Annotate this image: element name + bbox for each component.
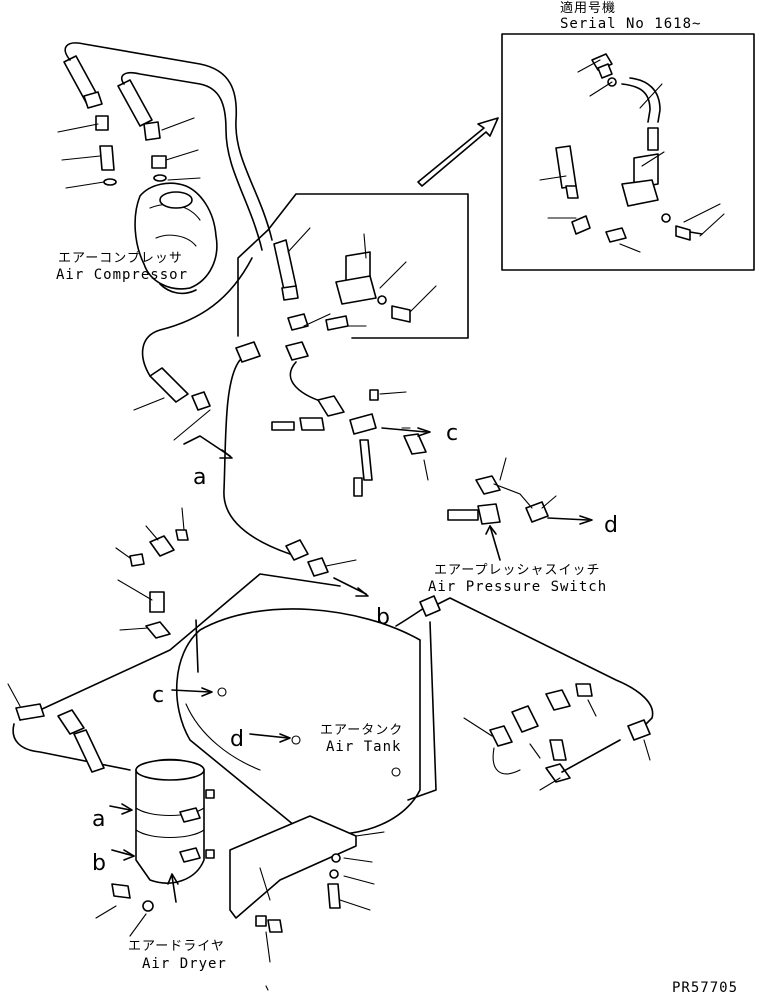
air-compressor-jp: エアーコンプレッサ <box>58 251 183 266</box>
serial-label: Serial No 1618~ <box>560 16 701 32</box>
letter-b-dryer: b <box>92 851 106 876</box>
arrow-a <box>183 435 231 457</box>
dryer-bracket <box>229 815 385 991</box>
connector-b <box>307 557 329 577</box>
dryer-to-tank-pipe <box>39 573 341 711</box>
pressure-switch-jp: エアープレッシャスイッチ <box>434 563 600 578</box>
left-fittings <box>7 507 189 773</box>
applicable-label: 適用号機 <box>560 0 616 16</box>
tee-block <box>271 389 429 497</box>
air-dryer-jp: エアードライヤ <box>128 939 225 954</box>
line-to-b <box>223 359 291 555</box>
air-tank <box>175 608 421 836</box>
letter-d-tank: d <box>230 727 244 752</box>
inset-box <box>501 33 755 271</box>
hose-end-b <box>285 539 309 561</box>
letter-d-right: d <box>604 513 618 538</box>
governor <box>235 227 437 363</box>
connector-a <box>191 391 211 411</box>
compressor-fittings <box>57 55 201 189</box>
inset-arrow <box>417 117 499 187</box>
compressor-hose-a <box>64 42 273 241</box>
compressor-hose-b <box>120 71 263 251</box>
air-dryer-en: Air Dryer <box>142 956 227 972</box>
air-compressor-en: Air Compressor <box>56 267 188 283</box>
detail-frame <box>237 193 469 339</box>
air-tank-jp: エアータンク <box>320 723 403 738</box>
air-tank-en: Air Tank <box>326 739 401 755</box>
air-dryer <box>111 758 215 912</box>
letter-c-right: c <box>446 421 458 446</box>
tank-inlet-fitting <box>419 595 441 617</box>
compressor-to-a-line <box>141 257 253 377</box>
letter-c-tank: c <box>152 683 164 708</box>
letter-a-top: a <box>193 465 206 490</box>
air-compressor <box>134 182 218 295</box>
inset-parts <box>539 53 725 253</box>
pressure-switch-en: Air Pressure Switch <box>428 579 607 595</box>
drawing-number: PR57705 <box>672 980 738 996</box>
letter-a-dryer: a <box>92 807 105 832</box>
tank-right-fittings <box>463 683 651 791</box>
hose-end-a <box>149 367 189 403</box>
tank-right-pipe <box>429 597 654 729</box>
pressure-switch-assembly <box>447 457 593 561</box>
